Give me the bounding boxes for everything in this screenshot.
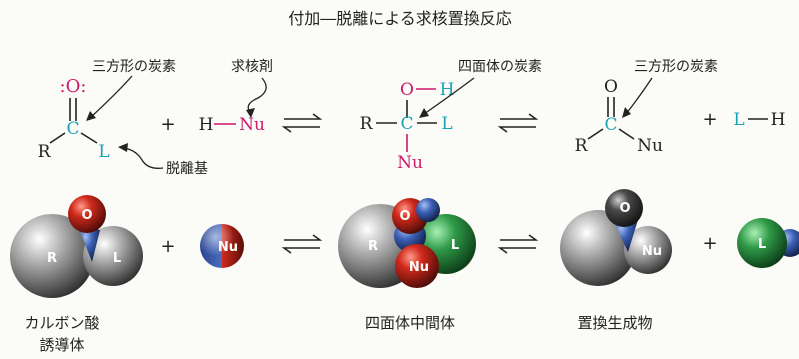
plus-sign-1: + bbox=[160, 114, 175, 135]
model-int-nu-label: Nu bbox=[409, 260, 429, 275]
model-equilibrium-arrow-2 bbox=[497, 234, 539, 254]
model-prod-nu-label: Nu bbox=[642, 244, 662, 259]
reactant-model: O R L bbox=[10, 195, 143, 298]
byproduct-l: L bbox=[733, 110, 744, 130]
product-formula: O C R Nu bbox=[575, 77, 663, 156]
model-prod-r-atom bbox=[560, 210, 636, 286]
reactant-carbon: C bbox=[66, 119, 79, 139]
caption-reactant-line2: 誘導体 bbox=[39, 336, 84, 354]
product-carbon: C bbox=[604, 115, 617, 135]
label-trigonal-carbon-2: 三方形の炭素 bbox=[634, 59, 718, 75]
label-leaving-group: 脱離基 bbox=[166, 160, 208, 177]
pointer-arrow-1 bbox=[89, 75, 133, 119]
model-nu-label: Nu bbox=[218, 240, 238, 255]
equilibrium-arrow-2 bbox=[497, 113, 539, 133]
plus-sign-2: + bbox=[702, 109, 717, 130]
intermediate-formula: O H R C L Nu bbox=[360, 80, 455, 173]
intermediate-l: L bbox=[441, 114, 452, 134]
reactant-r: R bbox=[38, 142, 52, 162]
model-prod-o-label: O bbox=[619, 201, 630, 216]
model-int-nu-atom bbox=[395, 244, 439, 288]
label-tetrahedral-carbon: 四面体の炭素 bbox=[458, 59, 542, 75]
intermediate-carbon: C bbox=[400, 114, 413, 134]
nucleophile-h: H bbox=[199, 115, 214, 135]
model-plus-sign-2: + bbox=[702, 233, 717, 254]
bond-c-l bbox=[80, 132, 98, 144]
product-nu: Nu bbox=[637, 136, 663, 156]
model-prod-nu-atom bbox=[624, 226, 672, 274]
pointer-arrow-5 bbox=[625, 77, 653, 115]
diagram-title: 付加―脱離による求核置換反応 bbox=[288, 9, 512, 28]
model-prod-o-atom bbox=[605, 189, 643, 227]
model-equilibrium-arrow-1 bbox=[281, 234, 323, 254]
leaving-model: L bbox=[737, 218, 799, 268]
nucleophile-nu: Nu bbox=[239, 115, 265, 135]
reactant-l: L bbox=[98, 142, 109, 162]
intermediate-o: O bbox=[400, 80, 414, 100]
caption-reactant-line1: カルボン酸 bbox=[24, 314, 99, 332]
model-carbon-wedge bbox=[78, 226, 100, 262]
equilibrium-arrow-1 bbox=[281, 113, 323, 133]
caption-product: 置換生成物 bbox=[577, 314, 652, 332]
intermediate-nu: Nu bbox=[397, 153, 423, 173]
product-model: O Nu bbox=[560, 189, 672, 286]
reactant-formula: :O: C R L bbox=[38, 76, 110, 162]
model-int-r-label: R bbox=[368, 239, 378, 254]
product-r: R bbox=[575, 136, 589, 156]
model-leaving-l-label: L bbox=[758, 237, 766, 252]
product-bond-c-nu bbox=[618, 128, 635, 140]
model-prod-carbon-wedge bbox=[612, 218, 638, 252]
model-int-o-label: O bbox=[399, 209, 410, 224]
model-o-atom bbox=[68, 195, 106, 233]
intermediate-r: R bbox=[360, 114, 374, 134]
nucleophile-model: Nu bbox=[200, 224, 244, 268]
model-plus-sign-1: + bbox=[160, 236, 175, 257]
pointer-arrow-2 bbox=[247, 77, 267, 113]
model-l-atom bbox=[83, 226, 143, 286]
bond-c-r bbox=[49, 132, 66, 144]
label-nucleophile: 求核剤 bbox=[231, 59, 273, 75]
model-leaving-l-atom bbox=[737, 218, 787, 268]
model-int-l-label: L bbox=[451, 238, 459, 253]
model-r-label: R bbox=[47, 251, 57, 266]
model-l-label: L bbox=[113, 251, 121, 266]
product-bond-c-r bbox=[587, 128, 604, 140]
model-int-h-atom bbox=[416, 198, 440, 222]
model-o-label: O bbox=[81, 208, 92, 223]
model-r-atom bbox=[10, 214, 94, 298]
byproduct-h: H bbox=[771, 110, 786, 130]
intermediate-model: O R L Nu bbox=[338, 198, 476, 288]
nucleophile-formula: H Nu bbox=[199, 115, 265, 135]
label-trigonal-carbon-1: 三方形の炭素 bbox=[92, 59, 176, 75]
pointer-arrow-3 bbox=[123, 147, 164, 169]
lone-pair-oxygen: :O: bbox=[60, 76, 87, 97]
product-o: O bbox=[604, 77, 618, 97]
pointer-arrow-4 bbox=[423, 77, 475, 115]
caption-intermediate: 四面体中間体 bbox=[365, 314, 455, 332]
byproduct-formula: L H bbox=[733, 110, 785, 130]
